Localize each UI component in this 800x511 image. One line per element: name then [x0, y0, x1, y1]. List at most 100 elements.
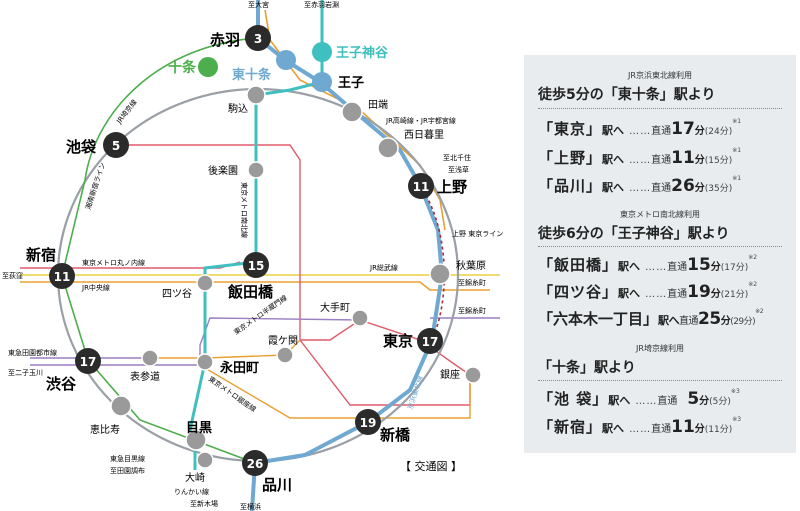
label-ginza: 銀座 [440, 368, 460, 381]
route-row-roppongi-itchome: 「六本木一丁目」駅へ直通25分(29分)※2 [538, 308, 764, 329]
dir-den-en-chofu: 至田園調布 [110, 466, 145, 475]
station-akabane: 3 [245, 25, 271, 51]
label-ueno-tokyo: 上野 東京ライン [452, 229, 503, 238]
route-row-iidabashi: 「飯田橋」駅へ ……直通15分(17分)※2 [538, 254, 758, 275]
route-row-ueno: 「上野」駅へ ……直通11分(15分)※1 [538, 147, 742, 168]
station-otemachi [351, 309, 369, 327]
station-jujo [198, 57, 218, 77]
dir-kita-senju: 至北千住 [443, 153, 471, 162]
label-meguro-line: 東急目黒線 [110, 454, 145, 463]
dir-akabane-iwabuchi: 至赤羽岩淵 [304, 0, 339, 9]
station-tokyo: 17 [417, 328, 443, 354]
label-korakuen: 後楽園 [208, 164, 238, 177]
label-jujo: 十条 [168, 59, 197, 76]
section2-sub: 東京メトロ南北線利用 [620, 210, 700, 219]
label-komagome: 駒込 [228, 103, 248, 115]
svg-text:17: 17 [422, 335, 439, 349]
access-panel: JR京浜東北線利用 徒歩5分の「東十条」駅より 「東京」駅へ ……直通17分(2… [524, 55, 796, 453]
station-korakuen [247, 161, 265, 179]
station-ikebukuro: 5 [103, 132, 129, 158]
route-row-yotsuya: 「四ツ谷」駅へ ……直通19分(21分)※2 [538, 281, 758, 302]
label-denentoshi: 東急田園都市線 [8, 348, 57, 357]
label-shibuya: 渋谷 [46, 375, 77, 393]
label-marunouchi: 東京メトロ丸ノ内線 [82, 258, 145, 267]
line-keihin [250, 0, 445, 511]
dir-omiya: 至大宮 [248, 0, 269, 9]
station-nagatacho [196, 353, 214, 371]
station-komagome [246, 85, 266, 105]
label-nagatacho: 永田町 [219, 360, 259, 376]
station-iidabashi: 15 [243, 252, 269, 278]
label-shimbashi: 新橋 [380, 426, 411, 444]
label-tokyo: 東京 [383, 332, 413, 350]
station-omotesando [141, 349, 159, 367]
map-caption: 【 交通図 】 [400, 459, 462, 473]
line-ueno-tokyo [419, 184, 446, 341]
label-chuo: JR中央線 [81, 283, 110, 292]
station-shimbashi: 19 [355, 409, 381, 435]
svg-text:19: 19 [360, 416, 377, 430]
station-tabata [341, 101, 363, 123]
label-sobu: JR総武線 [369, 263, 398, 272]
station-oji [312, 72, 332, 92]
dir-yokohama: 至横浜 [240, 502, 261, 511]
section3-title: 「十条」駅より [538, 360, 636, 376]
section2-title: 徒歩6分の「王子神谷」駅より [538, 226, 730, 242]
line-hanzomon [30, 317, 500, 366]
route-row-shinjuku: 「新宿」駅へ ……直通11分(11分)※3 [538, 416, 742, 437]
station-ebisu [110, 395, 132, 417]
station-meguro [185, 429, 207, 451]
section1-sub: JR京浜東北線利用 [628, 71, 692, 80]
station-nishi-nippori [377, 137, 399, 159]
dir-shin-kiba: 至新木場 [190, 499, 218, 508]
line-saikyo [61, 37, 259, 464]
dir-futako: 至二子玉川 [8, 369, 43, 377]
svg-text:11: 11 [413, 180, 430, 194]
label-shinagawa: 品川 [262, 476, 292, 494]
label-omotesando: 表参道 [130, 370, 160, 383]
label-ebisu: 恵比寿 [90, 423, 120, 436]
dir-ogikubo: 至荻窪 [2, 271, 23, 280]
station-shinjuku: 11 [49, 263, 75, 289]
dir-kinshicho1: 至錦糸町 [458, 278, 486, 287]
label-oji: 王子 [338, 76, 364, 91]
svg-text:11: 11 [54, 270, 71, 284]
station-ginza [464, 366, 482, 384]
label-namboku: 東京メトロ南北線 [240, 182, 249, 238]
station-kasumigaseki [276, 346, 294, 364]
label-ueno: 上野 [437, 178, 467, 196]
station-akihabara [429, 263, 451, 285]
label-oji-kamiya: 王子神谷 [336, 45, 389, 61]
svg-text:3: 3 [254, 32, 262, 46]
dir-asakusa: 至浅草 [448, 165, 469, 174]
line-namboku [188, 0, 324, 441]
label-akihabara: 秋葉原 [456, 259, 486, 272]
dir-kinshicho2: 至錦糸町 [458, 306, 486, 315]
station-osaki [196, 451, 214, 469]
label-shinjuku: 新宿 [26, 246, 56, 264]
label-iidabashi: 飯田橋 [227, 283, 274, 301]
svg-text:26: 26 [247, 457, 264, 471]
section1-title: 徒歩5分の「東十条」駅より [538, 87, 716, 103]
station-higashi-jujo [276, 50, 296, 70]
label-yotsuya: 四ツ谷 [162, 288, 192, 300]
label-kasumigaseki: 霞ケ関 [268, 335, 298, 347]
station-shibuya: 17 [75, 348, 101, 374]
label-tabata: 田端 [368, 98, 388, 111]
transit-map: 3 5 11 17 26 19 17 11 15 赤羽 池袋 新宿 渋谷 品川 … [2, 0, 503, 511]
divider [538, 108, 782, 109]
svg-text:17: 17 [80, 355, 97, 369]
label-ikebukuro: 池袋 [66, 138, 97, 156]
label-takasaki: JR高崎線・JR宇都宮線 [385, 116, 456, 125]
label-akabane: 赤羽 [210, 31, 240, 49]
route-row-tokyo: 「東京」駅へ ……直通17分(24分)※1 [538, 118, 742, 139]
label-otemachi: 大手町 [320, 301, 350, 314]
svg-text:15: 15 [248, 259, 265, 273]
section3-sub: JR埼京線利用 [636, 344, 684, 353]
station-oji-kamiya [312, 42, 332, 62]
label-osaki: 大崎 [185, 471, 205, 484]
label-rinkai: りんかい線 [174, 487, 209, 496]
svg-text:5: 5 [112, 139, 120, 153]
label-meguro: 目黒 [186, 420, 212, 436]
